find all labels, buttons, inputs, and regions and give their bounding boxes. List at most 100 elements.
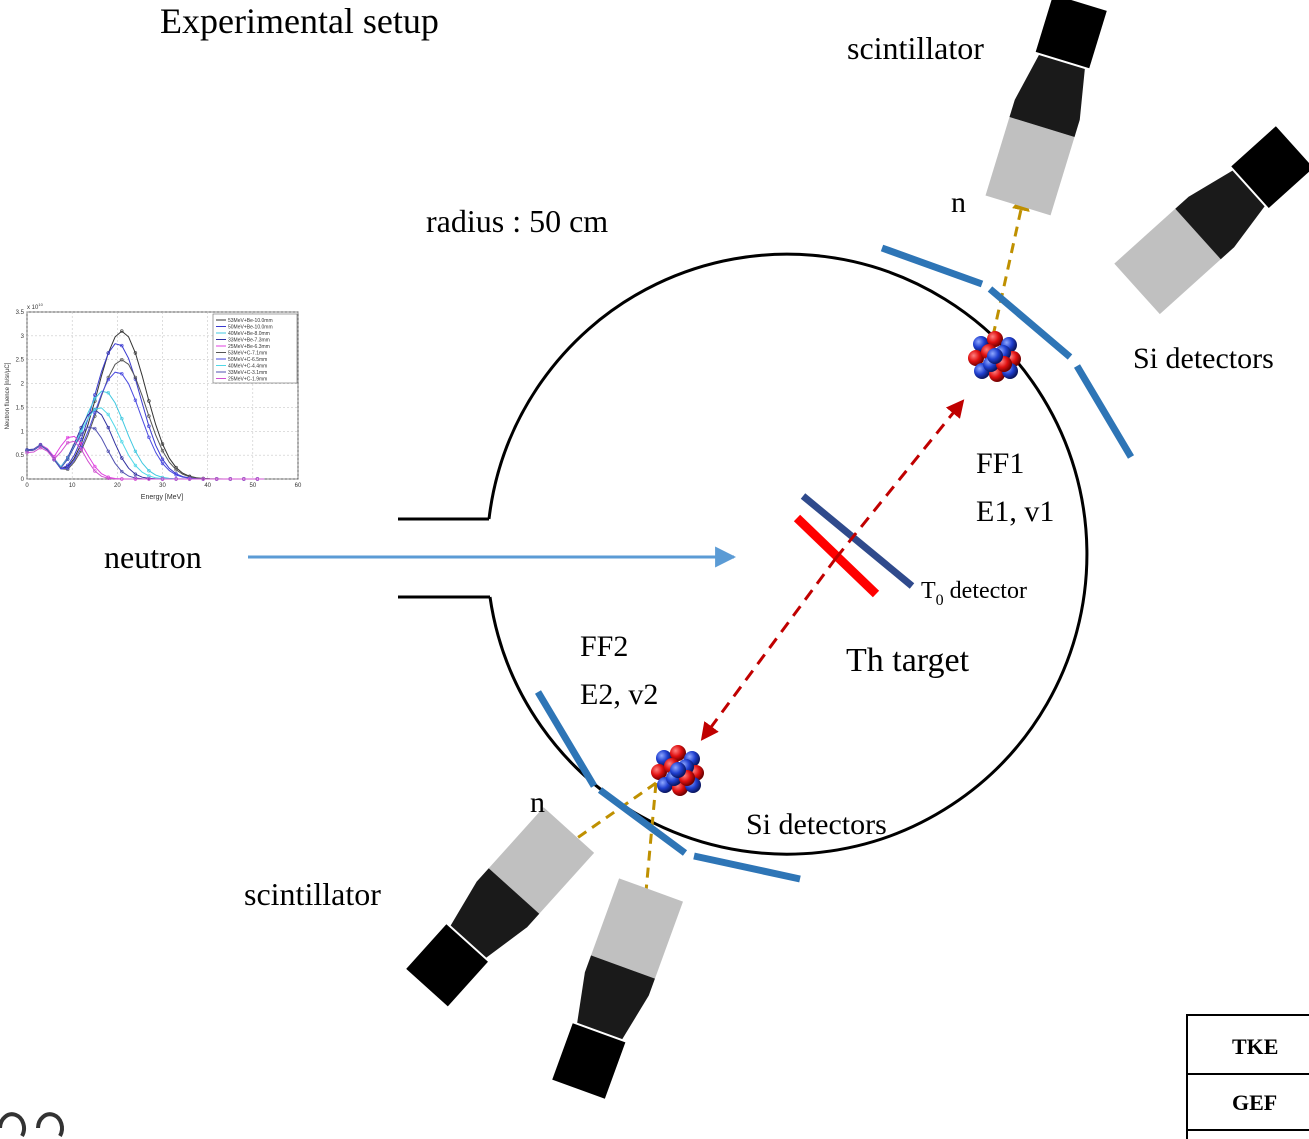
inset-series-point: [106, 412, 111, 417]
inset-series-point: [120, 372, 124, 376]
inset-series-point: [147, 435, 151, 439]
inset-y-tick-label: 1: [21, 429, 25, 435]
inset-y-axis-label: Neutron fluence [n/sr/µC]: [5, 362, 11, 429]
inset-series-point: [147, 414, 151, 418]
inset-series-point: [120, 456, 124, 460]
inset-series-line: [26, 440, 265, 480]
inset-y-tick-label: 3.5: [16, 310, 25, 316]
inset-x-tick-label: 10: [69, 483, 76, 489]
inset-series-point: [133, 375, 138, 380]
inset-series-point: [255, 477, 260, 481]
inset-y-tick-label: 0: [21, 477, 25, 483]
neutron-path-bottom: [635, 782, 658, 928]
inset-legend-entry: 40MeV+Be-8.0mm: [228, 331, 270, 337]
inset-y-tick-label: 2: [21, 382, 25, 388]
inset-series-point: [93, 464, 97, 469]
inset-series-point: [120, 477, 124, 481]
inset-y-tick-label: 0.5: [16, 453, 25, 459]
inset-legend-entry: 25MeV+Be-6.3mm: [228, 344, 270, 350]
scintillator-top-label: scintillator: [847, 30, 984, 66]
ff1-name: FF1: [976, 447, 1024, 480]
inset-series-point: [120, 440, 124, 444]
ff2-vars: E2, v2: [580, 678, 658, 711]
inset-series-point: [174, 473, 178, 477]
neutron-beam-label: neutron: [104, 539, 202, 575]
inset-series-point: [160, 461, 165, 466]
inset-series-point: [147, 424, 151, 428]
inset-y-tick-label: 2.5: [16, 358, 25, 364]
inset-series-point: [147, 469, 151, 473]
inset-series-point: [201, 477, 205, 481]
inset-series-point: [133, 351, 138, 355]
si-detectors-bottom-label: Si detectors: [746, 808, 887, 841]
inset-series-point: [133, 398, 138, 402]
inset-y-exponent: x 1010: [27, 302, 44, 311]
inset-legend-entry: 50MeV+C-6.5mm: [228, 357, 267, 363]
inset-series-point: [120, 358, 124, 362]
inset-series-point: [65, 466, 70, 470]
inset-series-point: [160, 442, 165, 446]
inset-y-tick-label: 3: [21, 334, 25, 340]
inset-series-point: [25, 450, 29, 455]
inset-series-point: [160, 449, 165, 453]
ff1-path-arrow: [834, 399, 965, 559]
inset-series-point: [133, 472, 138, 476]
inset-series-point: [120, 416, 124, 421]
si-detectors-right: [880, 244, 1135, 459]
inset-series-point: [106, 425, 111, 430]
th-target-label: Th target: [846, 642, 970, 679]
table-row-tke: TKE: [1232, 1034, 1278, 1059]
inset-series-point: [106, 391, 111, 395]
inset-series-point: [147, 399, 151, 403]
scintillator-bottom-label: scintillator: [244, 876, 381, 912]
inset-series-point: [79, 432, 83, 436]
inset-legend-entry: 53MeV+C-7.1mm: [228, 351, 267, 357]
inset-series-point: [93, 411, 97, 415]
inset-series-point: [133, 463, 138, 468]
inset-series-point: [25, 448, 29, 453]
inset-series-point: [147, 477, 151, 481]
inset-series-point: [120, 343, 124, 348]
inset-series-point: [79, 447, 83, 451]
inset-series-point: [79, 425, 83, 430]
inset-legend-entry: 25MeV+C-1.9mm: [228, 377, 267, 383]
inset-legend-entry: 53MeV+Be-10.0mm: [228, 318, 273, 324]
si-detectors-right-label: Si detectors: [1133, 342, 1274, 375]
inset-series-point: [120, 469, 124, 474]
inset-x-tick-label: 40: [204, 483, 211, 489]
inset-legend-entry: 50MeV+Be-10.0mm: [228, 325, 273, 331]
inset-series-point: [93, 469, 97, 473]
inset-legend-entry: 33MeV+Be-7.3mm: [228, 338, 270, 344]
inset-series-point: [106, 449, 111, 453]
fission-fragment-2-nucleus-icon: [651, 745, 704, 796]
diagram-title: Experimental setup: [160, 1, 439, 41]
inset-series-point: [79, 437, 83, 442]
vacuum-chamber: [487, 252, 1089, 856]
inset-series-point: [93, 397, 97, 401]
inset-series-point: [174, 468, 178, 472]
inset-series-point: [79, 430, 83, 434]
ff2-name: FF2: [580, 630, 628, 663]
inset-x-tick-label: 30: [159, 483, 166, 489]
scintillator-bottom-left-icon: [401, 807, 595, 1011]
inset-series-point: [242, 477, 246, 481]
inset-series-point: [38, 446, 43, 450]
inset-series-point: [120, 329, 124, 333]
inset-series-point: [106, 377, 111, 382]
inset-series-point: [65, 457, 70, 461]
inset-x-tick-label: 20: [114, 483, 121, 489]
inset-series-point: [215, 477, 219, 481]
inset-series: [25, 329, 265, 481]
n-bottom-label: n: [530, 786, 545, 819]
fission-fragment-1-nucleus-icon: [968, 331, 1021, 382]
inset-series-point: [93, 426, 97, 431]
inset-series-point: [106, 476, 111, 480]
inset-series-point: [133, 477, 138, 481]
inset-x-tick-label: 60: [295, 483, 302, 489]
inset-legend-entry: 40MeV+C-4.4mm: [228, 364, 267, 370]
si-detectors-bottom: [534, 690, 801, 883]
inset-x-axis-label: Energy [MeV]: [141, 494, 183, 501]
